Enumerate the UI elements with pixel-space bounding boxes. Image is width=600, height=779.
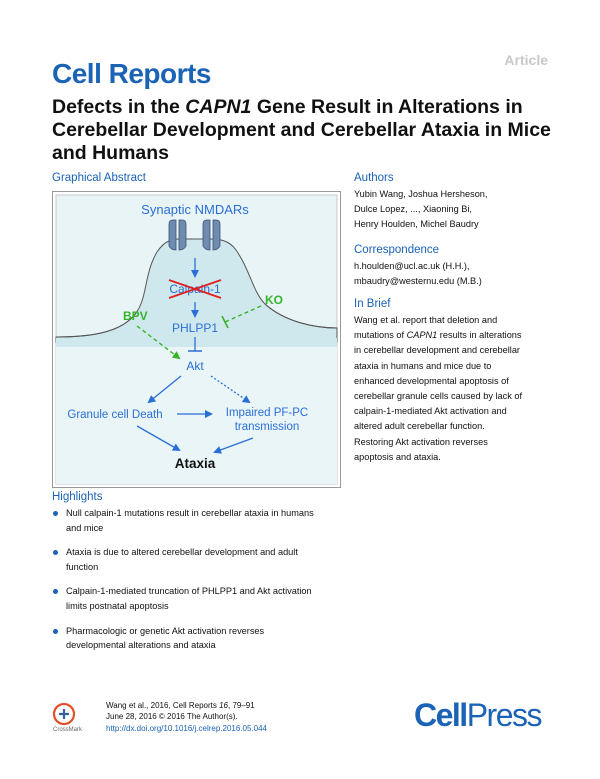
authors-line-1: Yubin Wang, Joshua Hersheson, bbox=[354, 189, 488, 199]
authors-heading: Authors bbox=[354, 172, 394, 184]
nmdar-label: Synaptic NMDARs bbox=[141, 202, 249, 217]
lower-region bbox=[56, 347, 337, 484]
authors-line-2: Dulce Lopez, ..., Xiaoning Bi, bbox=[354, 204, 472, 215]
in-brief-heading: In Brief bbox=[354, 298, 391, 310]
citation-line: Wang et al., 2016, Cell Reports 16, 79–9… bbox=[106, 700, 267, 711]
in-brief-line: calpain-1-mediated Akt activation and bbox=[354, 406, 507, 417]
highlight-line: Ataxia is due to altered cerebellar deve… bbox=[66, 547, 298, 558]
highlights-list: Null calpain-1 mutations result in cereb… bbox=[52, 506, 352, 663]
in-brief-text-segment: mutations of bbox=[354, 330, 407, 341]
nmdar-channel-right-icon bbox=[202, 219, 221, 251]
in-brief-gene-name: CAPN1 bbox=[406, 330, 438, 341]
arrow-death-to-ataxia bbox=[136, 425, 181, 451]
graphical-abstract-figure: Synaptic NMDARs Calpain-1 PHLPP1 Akt BPV… bbox=[55, 194, 338, 485]
in-brief-line: enhanced developmental apoptosis of bbox=[354, 375, 509, 386]
ataxia-label: Ataxia bbox=[175, 456, 216, 471]
granule-death-label: Granule cell Death bbox=[67, 409, 162, 421]
highlight-line: and mice bbox=[66, 522, 104, 533]
cellpress-press: Press bbox=[466, 697, 543, 733]
crossmark-text: CrossMark bbox=[53, 727, 83, 733]
highlight-line: developmental alterations and ataxia bbox=[66, 640, 216, 651]
bullet-icon bbox=[53, 550, 58, 556]
correspondence-email-1[interactable]: h.houlden@ucl.ac.uk (H.H.), bbox=[354, 261, 470, 271]
membrane-right bbox=[264, 303, 338, 329]
bullet-icon bbox=[53, 511, 58, 516]
in-brief-line: altered adult cerebellar function. bbox=[354, 421, 485, 432]
authors-list: Yubin Wang, Joshua Hersheson, Dulce Lope… bbox=[354, 187, 554, 233]
highlight-item: Pharmacologic or genetic Akt activation … bbox=[52, 624, 352, 653]
in-brief-text: Wang et al. report that deletion and mut… bbox=[354, 313, 554, 465]
correspondence-email-2[interactable]: mbaudry@westernu.edu (M.B.) bbox=[354, 276, 482, 287]
bullet-icon bbox=[53, 628, 58, 634]
ko-label: KO bbox=[265, 293, 283, 307]
citation-block: Wang et al., 2016, Cell Reports 16, 79–9… bbox=[106, 700, 267, 734]
highlights-heading: Highlights bbox=[52, 491, 103, 503]
in-brief-line: Wang et al. report that deletion and bbox=[354, 315, 498, 325]
highlight-line: Null calpain-1 mutations result in cereb… bbox=[66, 508, 314, 518]
bpv-label: BPV bbox=[123, 309, 148, 323]
nmdar-channel-left-icon bbox=[168, 219, 187, 251]
citation-volume: 16 bbox=[219, 701, 228, 710]
highlight-line: Calpain-1-mediated truncation of PHLPP1 … bbox=[66, 586, 312, 597]
authors-line-3: Henry Houlden, Michel Baudry bbox=[354, 219, 479, 230]
in-brief-line: cerebellar granule cells caused by lack … bbox=[354, 391, 523, 402]
in-brief-line: ataxia in humans and mice due to bbox=[354, 360, 492, 371]
highlight-item: Null calpain-1 mutations result in cereb… bbox=[52, 506, 352, 535]
title-part-2: Gene Result in Alterations in Cerebellar… bbox=[52, 96, 551, 164]
crossmark-logo[interactable]: CrossMark bbox=[52, 702, 98, 734]
in-brief-line: apoptosis and ataxia. bbox=[354, 451, 441, 462]
correspondence-heading: Correspondence bbox=[354, 244, 440, 256]
highlight-line: function bbox=[66, 561, 99, 572]
title-part-1: Defects in the bbox=[52, 96, 186, 118]
calpain-cross-line-2 bbox=[168, 279, 222, 299]
bullet-icon bbox=[53, 589, 58, 595]
in-brief-line: mutations of CAPN1 results in alteration… bbox=[354, 328, 554, 343]
title-gene-name: CAPN1 bbox=[185, 96, 252, 118]
highlight-line: limits postnatal apoptosis bbox=[66, 600, 169, 611]
arrow-impaired-to-ataxia bbox=[213, 437, 254, 454]
impaired-transmission-line2: transmission bbox=[235, 421, 300, 433]
graphical-abstract-heading: Graphical Abstract bbox=[52, 172, 146, 184]
membrane-left bbox=[55, 309, 139, 338]
phlpp1-label: PHLPP1 bbox=[172, 321, 218, 335]
akt-label: Akt bbox=[186, 359, 204, 373]
correspondence-list: h.houlden@ucl.ac.uk (H.H.), mbaudry@west… bbox=[354, 259, 554, 289]
date-copyright-line: June 28, 2016 © 2016 The Author(s). bbox=[106, 712, 238, 722]
cellpress-cell: Cell bbox=[414, 697, 468, 733]
highlight-item: Ataxia is due to altered cerebellar deve… bbox=[52, 545, 352, 574]
citation-text: Wang et al., 2016, Cell Reports bbox=[106, 701, 220, 710]
arrow-akt-to-death bbox=[147, 375, 182, 404]
in-brief-line: Restoring Akt activation reverses bbox=[354, 436, 488, 447]
doi-link[interactable]: http://dx.doi.org/10.1016/j.celrep.2016.… bbox=[106, 723, 268, 733]
journal-name: Cell Reports bbox=[52, 58, 211, 89]
highlight-line: Pharmacologic or genetic Akt activation … bbox=[66, 625, 265, 636]
citation-pages: , 79–91 bbox=[228, 701, 255, 710]
cellpress-logo: CellPress bbox=[414, 697, 543, 734]
crossmark-cross-icon bbox=[59, 709, 69, 719]
in-brief-line: in cerebellar development and cerebellar bbox=[354, 345, 520, 356]
impaired-transmission-line1: Impaired PF-PC bbox=[226, 407, 308, 419]
arrow-bpv-to-akt bbox=[136, 325, 181, 360]
paper-title: Defects in the CAPN1 Gene Result in Alte… bbox=[52, 96, 552, 165]
highlight-item: Calpain-1-mediated truncation of PHLPP1 … bbox=[52, 584, 352, 613]
in-brief-text-segment: results in alterations bbox=[437, 330, 522, 341]
article-type-tag: Article bbox=[504, 52, 548, 68]
inhibit-ko-to-phlpp1-bar bbox=[221, 315, 229, 329]
graphical-abstract: Synaptic NMDARs Calpain-1 PHLPP1 Akt BPV… bbox=[52, 191, 341, 488]
